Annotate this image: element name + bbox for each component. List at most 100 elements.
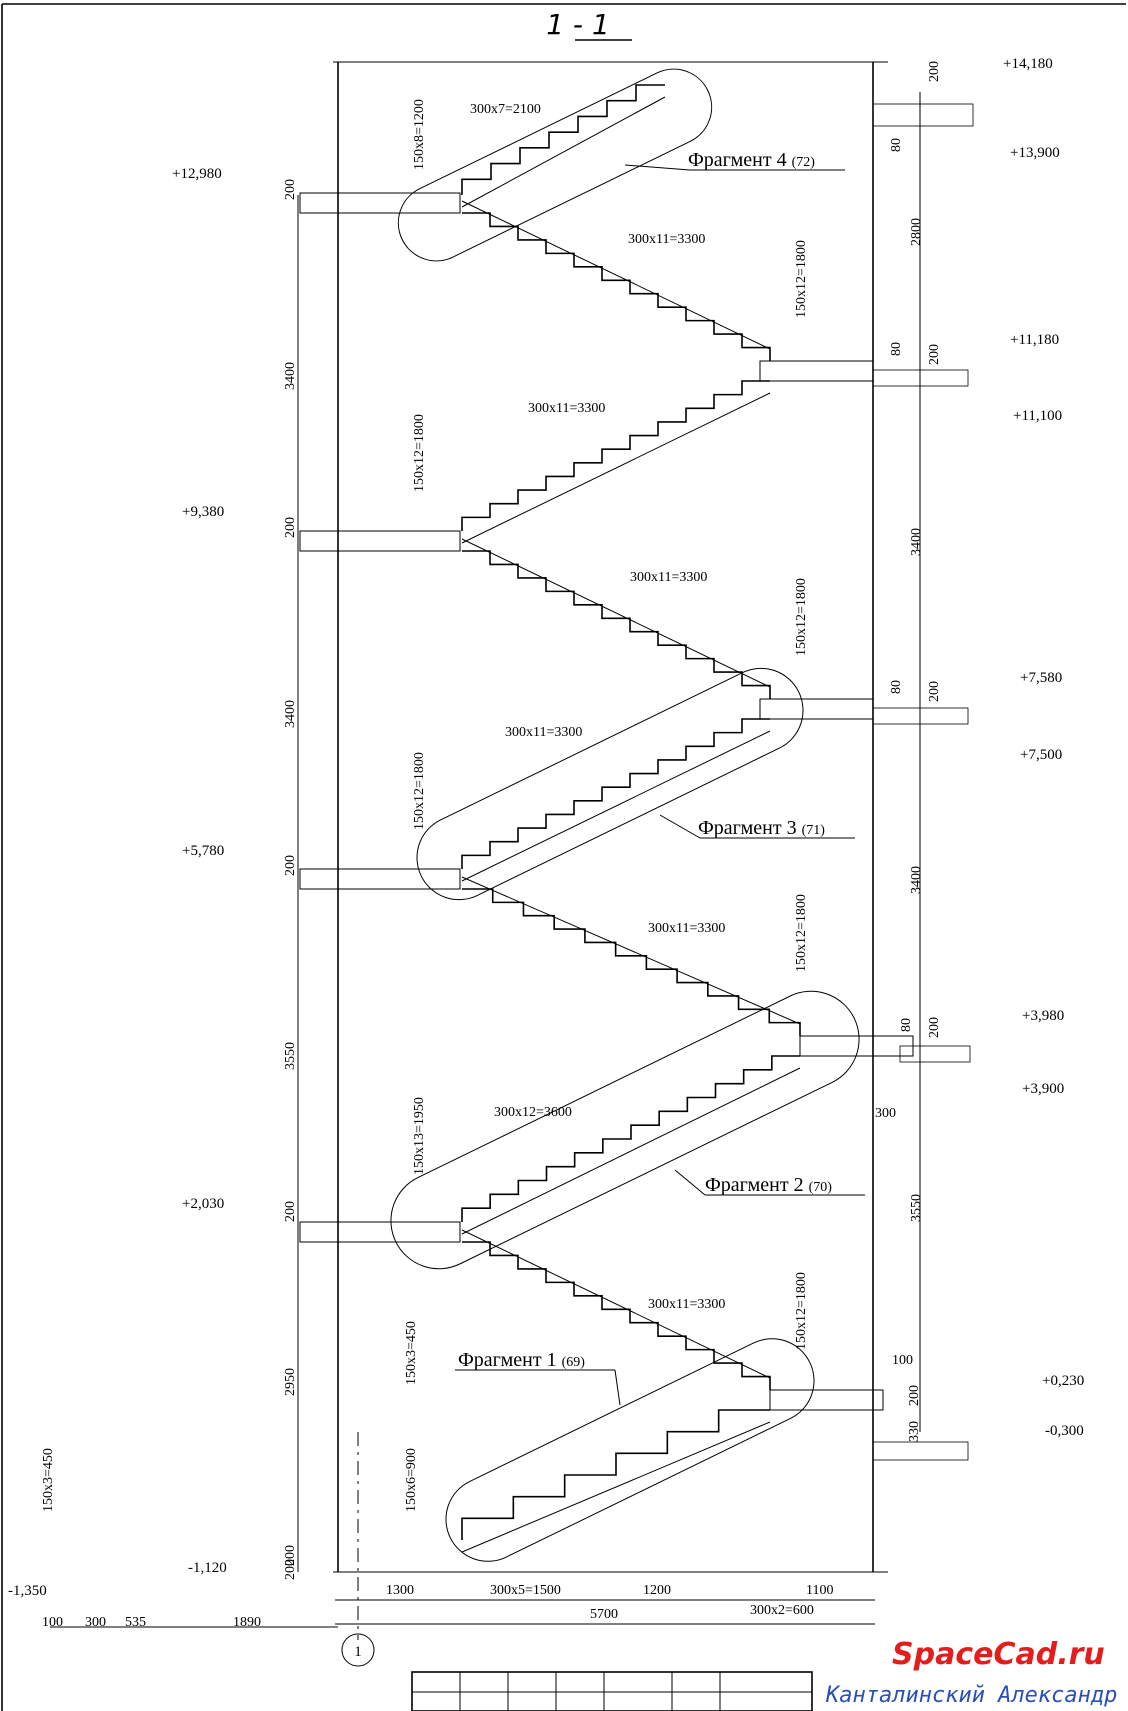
stair-flight <box>461 380 770 531</box>
svg-text:+13,900: +13,900 <box>1010 145 1060 161</box>
axis-marker-label: 1 <box>354 1644 362 1660</box>
section-title: 1 - 1 <box>546 8 610 41</box>
svg-text:+3,900: +3,900 <box>1022 1081 1064 1097</box>
svg-text:200: 200 <box>283 517 298 538</box>
level-mark: -1,120 <box>188 1560 227 1576</box>
svg-text:3400: 3400 <box>283 700 298 728</box>
svg-text:300x11=3300: 300x11=3300 <box>648 1297 725 1312</box>
svg-text:150x3=450: 150x3=450 <box>41 1448 56 1512</box>
svg-text:300x11=3300: 300x11=3300 <box>505 725 582 740</box>
stair-flights <box>461 84 801 1553</box>
bottom-dimension-chain: 1300 300x5=1500 1200 1100 300x2=600 5700… <box>42 1583 875 1630</box>
svg-text:3400: 3400 <box>283 362 298 390</box>
svg-text:150x12=1800: 150x12=1800 <box>794 1272 809 1350</box>
level-mark: +9,380 <box>182 504 224 520</box>
level-mark: +2,030 <box>182 1196 224 1212</box>
svg-text:200: 200 <box>927 61 942 82</box>
svg-text:200: 200 <box>283 1559 298 1580</box>
svg-text:150x13=1950: 150x13=1950 <box>412 1097 427 1175</box>
svg-text:1200: 1200 <box>643 1583 671 1598</box>
svg-text:300: 300 <box>85 1615 106 1630</box>
svg-text:200: 200 <box>927 344 942 365</box>
svg-text:200: 200 <box>283 1201 298 1222</box>
fragment-3-label: Фрагмент 3 (71) <box>698 817 825 839</box>
stair-soffit <box>461 730 771 882</box>
svg-text:3550: 3550 <box>283 1042 298 1070</box>
svg-text:200: 200 <box>283 855 298 876</box>
svg-text:150x12=1800: 150x12=1800 <box>794 240 809 318</box>
level-mark: -1,350 <box>8 1583 47 1599</box>
stair-flight <box>462 212 771 361</box>
level-mark: +12,980 <box>172 166 222 182</box>
svg-text:5700: 5700 <box>590 1607 618 1622</box>
stair-flight <box>461 1409 770 1540</box>
right-dimension-chain: 200 80 2800 80 200 3400 80 200 3400 80 2… <box>875 61 942 1442</box>
svg-text:300x7=2100: 300x7=2100 <box>470 102 541 117</box>
svg-text:300x11=3300: 300x11=3300 <box>628 232 705 247</box>
svg-text:80: 80 <box>889 342 904 356</box>
stair-soffit <box>461 200 771 350</box>
stair-flight <box>461 84 665 195</box>
stair-soffit <box>461 1067 801 1235</box>
svg-text:+7,500: +7,500 <box>1020 747 1062 763</box>
svg-text:150x12=1800: 150x12=1800 <box>412 414 427 492</box>
svg-text:300x12=3600: 300x12=3600 <box>494 1105 572 1120</box>
left-dimension-chain: 200 3400 200 3400 200 3550 200 2950 200 … <box>283 179 299 1580</box>
svg-text:200: 200 <box>927 1017 942 1038</box>
level-marks-left: +12,980 +9,380 +5,780 +2,030 -1,120 -1,3… <box>8 166 227 1599</box>
fragment-1-label: Фрагмент 1 (69) <box>458 1349 585 1371</box>
stair-soffit <box>461 876 801 1025</box>
stamp-table <box>411 1671 813 1711</box>
svg-text:200: 200 <box>927 681 942 702</box>
author-label: Канталинский Александр <box>825 1683 1117 1708</box>
svg-text:100: 100 <box>42 1615 63 1630</box>
flight-dimension-labels: 300x7=2100 150x8=1200 300x11=3300 150x12… <box>41 99 809 1512</box>
stair-flight <box>462 1241 771 1390</box>
stair-flight <box>461 1055 800 1222</box>
svg-text:150x8=1200: 150x8=1200 <box>412 99 427 170</box>
svg-text:150x3=450: 150x3=450 <box>404 1321 419 1385</box>
fragment-2-label: Фрагмент 2 (70) <box>705 1174 832 1196</box>
svg-text:1300: 1300 <box>386 1583 414 1598</box>
svg-text:330: 330 <box>907 1421 922 1442</box>
svg-text:+14,180: +14,180 <box>1003 56 1053 72</box>
stair-soffit <box>461 96 666 208</box>
svg-text:300x11=3300: 300x11=3300 <box>648 921 725 936</box>
stair-flight <box>461 718 770 869</box>
svg-text:3400: 3400 <box>909 866 924 894</box>
svg-text:80: 80 <box>899 1018 914 1032</box>
stair-soffit <box>461 538 771 688</box>
svg-text:+3,980: +3,980 <box>1022 1008 1064 1024</box>
stair-soffit <box>461 392 771 544</box>
svg-text:80: 80 <box>889 138 904 152</box>
svg-text:535: 535 <box>125 1615 146 1630</box>
level-marks-right: +14,180 +13,900 +11,180 +11,100 +7,580 +… <box>1003 56 1084 1439</box>
svg-text:150x12=1800: 150x12=1800 <box>794 894 809 972</box>
stair-soffit <box>461 1421 771 1553</box>
stair-flight <box>462 550 771 699</box>
axis-marker <box>341 1633 375 1667</box>
svg-text:300x5=1500: 300x5=1500 <box>490 1583 561 1598</box>
svg-text:1100: 1100 <box>806 1583 833 1598</box>
brand-watermark: SpaceCad.ru <box>892 1637 1105 1672</box>
fragment-4-label: Фрагмент 4 (72) <box>688 149 815 171</box>
svg-text:100: 100 <box>892 1353 913 1368</box>
svg-text:+0,230: +0,230 <box>1042 1373 1084 1389</box>
level-mark: +5,780 <box>182 843 224 859</box>
svg-text:+11,180: +11,180 <box>1010 332 1059 348</box>
landings-left <box>299 192 461 1243</box>
svg-text:300x11=3300: 300x11=3300 <box>528 401 605 416</box>
landings-right <box>759 103 974 1461</box>
svg-text:150x12=1800: 150x12=1800 <box>412 752 427 830</box>
svg-text:300x2=600: 300x2=600 <box>750 1603 814 1618</box>
svg-text:150x6=900: 150x6=900 <box>404 1448 419 1512</box>
svg-text:2950: 2950 <box>283 1368 298 1396</box>
stair-flight <box>462 888 801 1036</box>
svg-text:200: 200 <box>283 1545 298 1566</box>
svg-text:300x11=3300: 300x11=3300 <box>630 570 707 585</box>
svg-text:+7,580: +7,580 <box>1020 670 1062 686</box>
svg-text:3550: 3550 <box>909 1194 924 1222</box>
svg-text:1890: 1890 <box>233 1615 261 1630</box>
svg-text:150x12=1800: 150x12=1800 <box>794 578 809 656</box>
